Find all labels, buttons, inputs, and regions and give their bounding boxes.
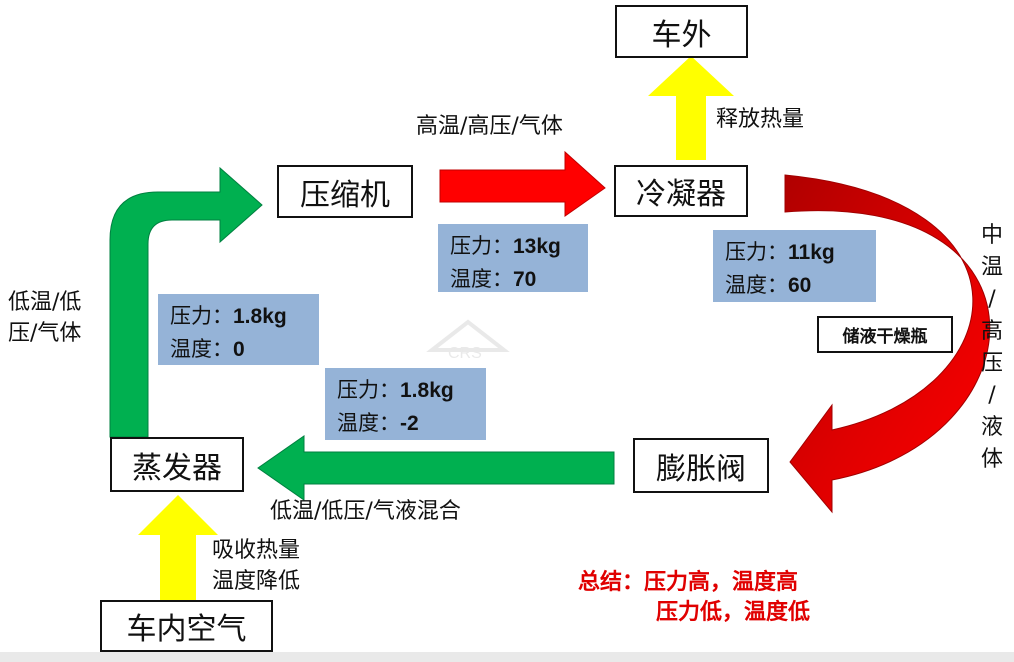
label-high-temp-high-pressure-gas: 高温/高压/气体 <box>416 114 563 139</box>
compressor-to-condenser-arrow <box>439 150 606 217</box>
compressor-box: 压缩机 <box>277 165 413 218</box>
label-low-temp-low-pressure-mix: 低温/低压/气液混合 <box>270 499 461 524</box>
svg-text:CRS: CRS <box>448 345 482 362</box>
reading-valve-out: 压力：1.8kg 温度：-2 <box>325 368 486 440</box>
evaporator-to-compressor-arrow <box>109 166 263 438</box>
cabin-air-box: 车内空气 <box>100 600 273 652</box>
reading-evaporator-out: 压力：1.8kg 温度：0 <box>158 294 319 365</box>
label-temp-decrease: 温度降低 <box>212 569 301 594</box>
expansion-valve-box: 膨胀阀 <box>633 438 769 493</box>
label-low-gas-line2: 压/气体 <box>8 321 82 346</box>
label-release-heat: 释放热量 <box>716 107 805 132</box>
summary-text: 总结：压力高，温度高 压力低，温度低 <box>578 568 810 628</box>
heat-release-arrow <box>648 56 734 160</box>
bottom-strip <box>0 652 1014 662</box>
evaporator-box: 蒸发器 <box>110 437 244 492</box>
reading-compressor-out: 压力：13kg 温度：70 <box>438 224 588 292</box>
reading-condenser-out: 压力：11kg 温度：60 <box>713 230 876 302</box>
condenser-box: 冷凝器 <box>614 165 748 217</box>
summary-line-1: 总结：压力高，温度高 <box>578 570 799 595</box>
watermark-logo: CRS <box>426 319 510 362</box>
label-mid-temp-high-pressure-liquid: 中 温 / 高 压 / 液 体 <box>980 223 1003 472</box>
label-absorb-heat: 吸收热量 <box>212 538 301 563</box>
summary-line-2: 压力低，温度低 <box>656 600 811 625</box>
valve-to-evaporator-arrow <box>257 435 615 501</box>
condenser-to-valve-arrow <box>784 174 991 514</box>
label-low-gas-line1: 低温/低 <box>8 290 82 315</box>
receiver-drier-box: 储液干燥瓶 <box>817 316 953 353</box>
cabin-air-arrow <box>138 495 218 600</box>
outside-box: 车外 <box>615 5 748 58</box>
